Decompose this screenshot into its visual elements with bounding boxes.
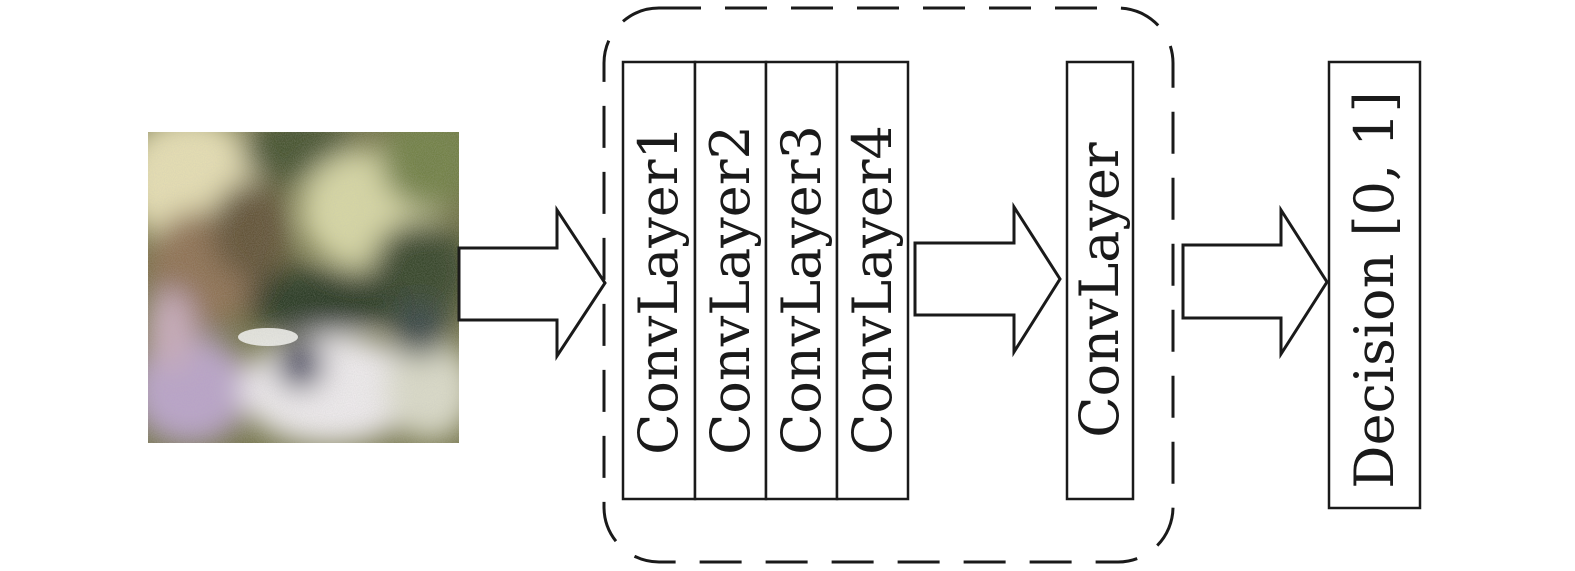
conv-group-frame: [602, 6, 1175, 564]
conv-layer-1-box: [621, 60, 697, 501]
decision-label: Decision [0, 1]: [1343, 91, 1406, 488]
arrow-input-to-conv: [457, 204, 607, 362]
arrow-conv-to-convlayer: [913, 201, 1062, 358]
conv-layer-4-box: [835, 60, 910, 501]
conv-layer-label: ConvLayer: [1068, 142, 1131, 438]
conv-layer-1-label: ConvLayer1: [627, 125, 690, 455]
conv-layer-3-label: ConvLayer3: [770, 125, 833, 455]
conv-stack: ConvLayer1 ConvLayer2 ConvLayer3 ConvLay…: [621, 60, 910, 501]
decision-box: [1327, 60, 1422, 510]
conv-layer-2-label: ConvLayer2: [699, 125, 762, 455]
conv-layer-box: [1065, 60, 1135, 501]
conv-layer-4-label: ConvLayer4: [841, 125, 904, 455]
input-image: [148, 132, 459, 443]
arrow-convlayer-to-decision: [1181, 204, 1329, 360]
